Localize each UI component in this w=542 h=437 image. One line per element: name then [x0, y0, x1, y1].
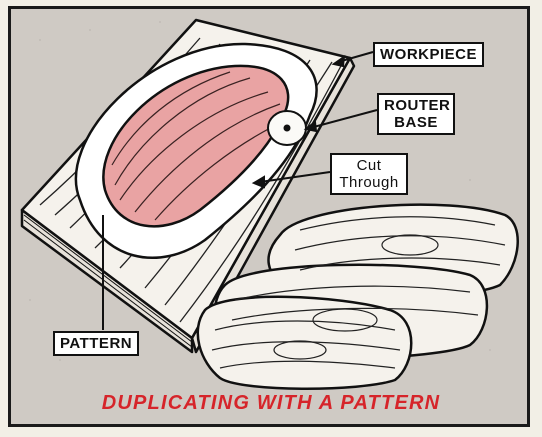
workpiece-label-text: WORKPIECE [380, 46, 478, 63]
pattern-label: PATTERN [53, 331, 140, 356]
pattern-label-text: PATTERN [60, 335, 133, 352]
router-base-disc [267, 110, 307, 146]
duplicated-pieces [196, 203, 519, 390]
cut-through-label: Cut Through [330, 153, 408, 195]
router-base-label: ROUTER BASE [377, 93, 455, 135]
duplicate-wood-grain [211, 216, 506, 369]
router-label-line2: BASE [394, 114, 438, 131]
leader-lines [102, 51, 378, 330]
cut-label-line1: Cut [356, 157, 382, 174]
duplicate-piece-front [196, 295, 413, 390]
board-edge-lines [23, 214, 193, 348]
cut-label-line2: Through [339, 174, 399, 191]
diagram-caption: DUPLICATING WITH A PATTERN [101, 392, 441, 414]
router-label-line1: ROUTER [384, 97, 451, 114]
pattern-wood-grain [111, 71, 283, 221]
workpiece-label: WORKPIECE [373, 42, 485, 67]
